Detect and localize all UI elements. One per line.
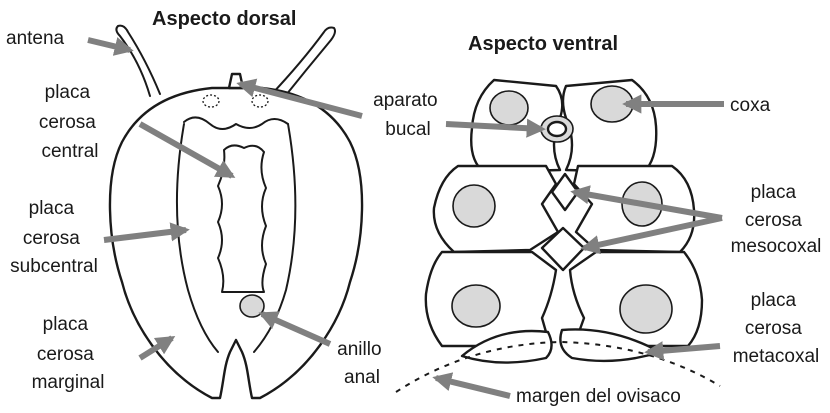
label-placa-cerosa-subcentral: placa cerosa subcentral — [10, 198, 98, 277]
label-marginal-line1: placa — [43, 314, 89, 335]
label-metacoxal-line2: cerosa — [745, 318, 802, 339]
label-placa-cerosa-mesocoxal: placa cerosa mesocoxal — [731, 182, 822, 257]
label-metacoxal-line3: metacoxal — [733, 346, 820, 367]
coxa-middle-left — [453, 185, 495, 227]
label-mesocoxal-line3: mesocoxal — [731, 236, 822, 257]
label-central-line2: cerosa — [39, 112, 96, 133]
label-coxa: coxa — [730, 95, 771, 116]
label-central-line3: central — [41, 141, 98, 162]
left-antenna — [116, 26, 160, 96]
coxa-lower-right — [620, 285, 672, 333]
label-subcentral-line2: cerosa — [23, 228, 80, 249]
label-mesocoxal-line1: placa — [751, 182, 797, 203]
titles: Aspecto dorsal Aspecto ventral — [152, 8, 618, 55]
label-placa-cerosa-metacoxal: placa cerosa metacoxal — [733, 290, 820, 367]
label-antena-line: antena — [6, 28, 65, 49]
ventral-view — [396, 80, 720, 392]
label-anal-line1: anillo — [337, 339, 381, 360]
title-aspecto-dorsal: Aspecto dorsal — [152, 8, 296, 30]
label-subcentral-line3: subcentral — [10, 256, 98, 277]
label-marginal-line2: cerosa — [37, 344, 94, 365]
label-metacoxal-line1: placa — [751, 290, 797, 311]
label-bucal-line2: bucal — [385, 119, 430, 140]
label-margen-del-ovisaco: margen del ovisaco — [516, 386, 681, 407]
label-subcentral-line1: placa — [29, 198, 75, 219]
label-placa-cerosa-marginal: placa cerosa marginal — [32, 314, 105, 393]
label-anillo-anal: anillo anal — [337, 339, 387, 388]
coxa-upper-left — [490, 91, 528, 125]
label-mesocoxal-line2: cerosa — [745, 210, 802, 231]
ventral-mouth-center — [548, 122, 566, 136]
label-central-line1: placa — [45, 82, 91, 103]
anal-ring — [240, 295, 264, 317]
coxa-lower-left — [452, 285, 500, 327]
right-eye-spot — [252, 95, 268, 107]
left-eye-spot — [203, 95, 219, 107]
label-antena: antena — [6, 28, 65, 49]
label-anal-line2: anal — [344, 367, 380, 388]
label-marginal-line3: marginal — [32, 372, 105, 393]
title-aspecto-ventral: Aspecto ventral — [468, 33, 618, 55]
label-placa-cerosa-central: placa cerosa central — [39, 82, 101, 162]
label-aparato-bucal: aparato bucal — [373, 90, 443, 140]
label-ovisaco-line: margen del ovisaco — [516, 386, 681, 407]
right-antenna — [270, 28, 335, 101]
label-coxa-line: coxa — [730, 95, 771, 116]
label-bucal-line1: aparato — [373, 90, 437, 111]
arrow-margen-del-ovisaco — [436, 378, 510, 396]
